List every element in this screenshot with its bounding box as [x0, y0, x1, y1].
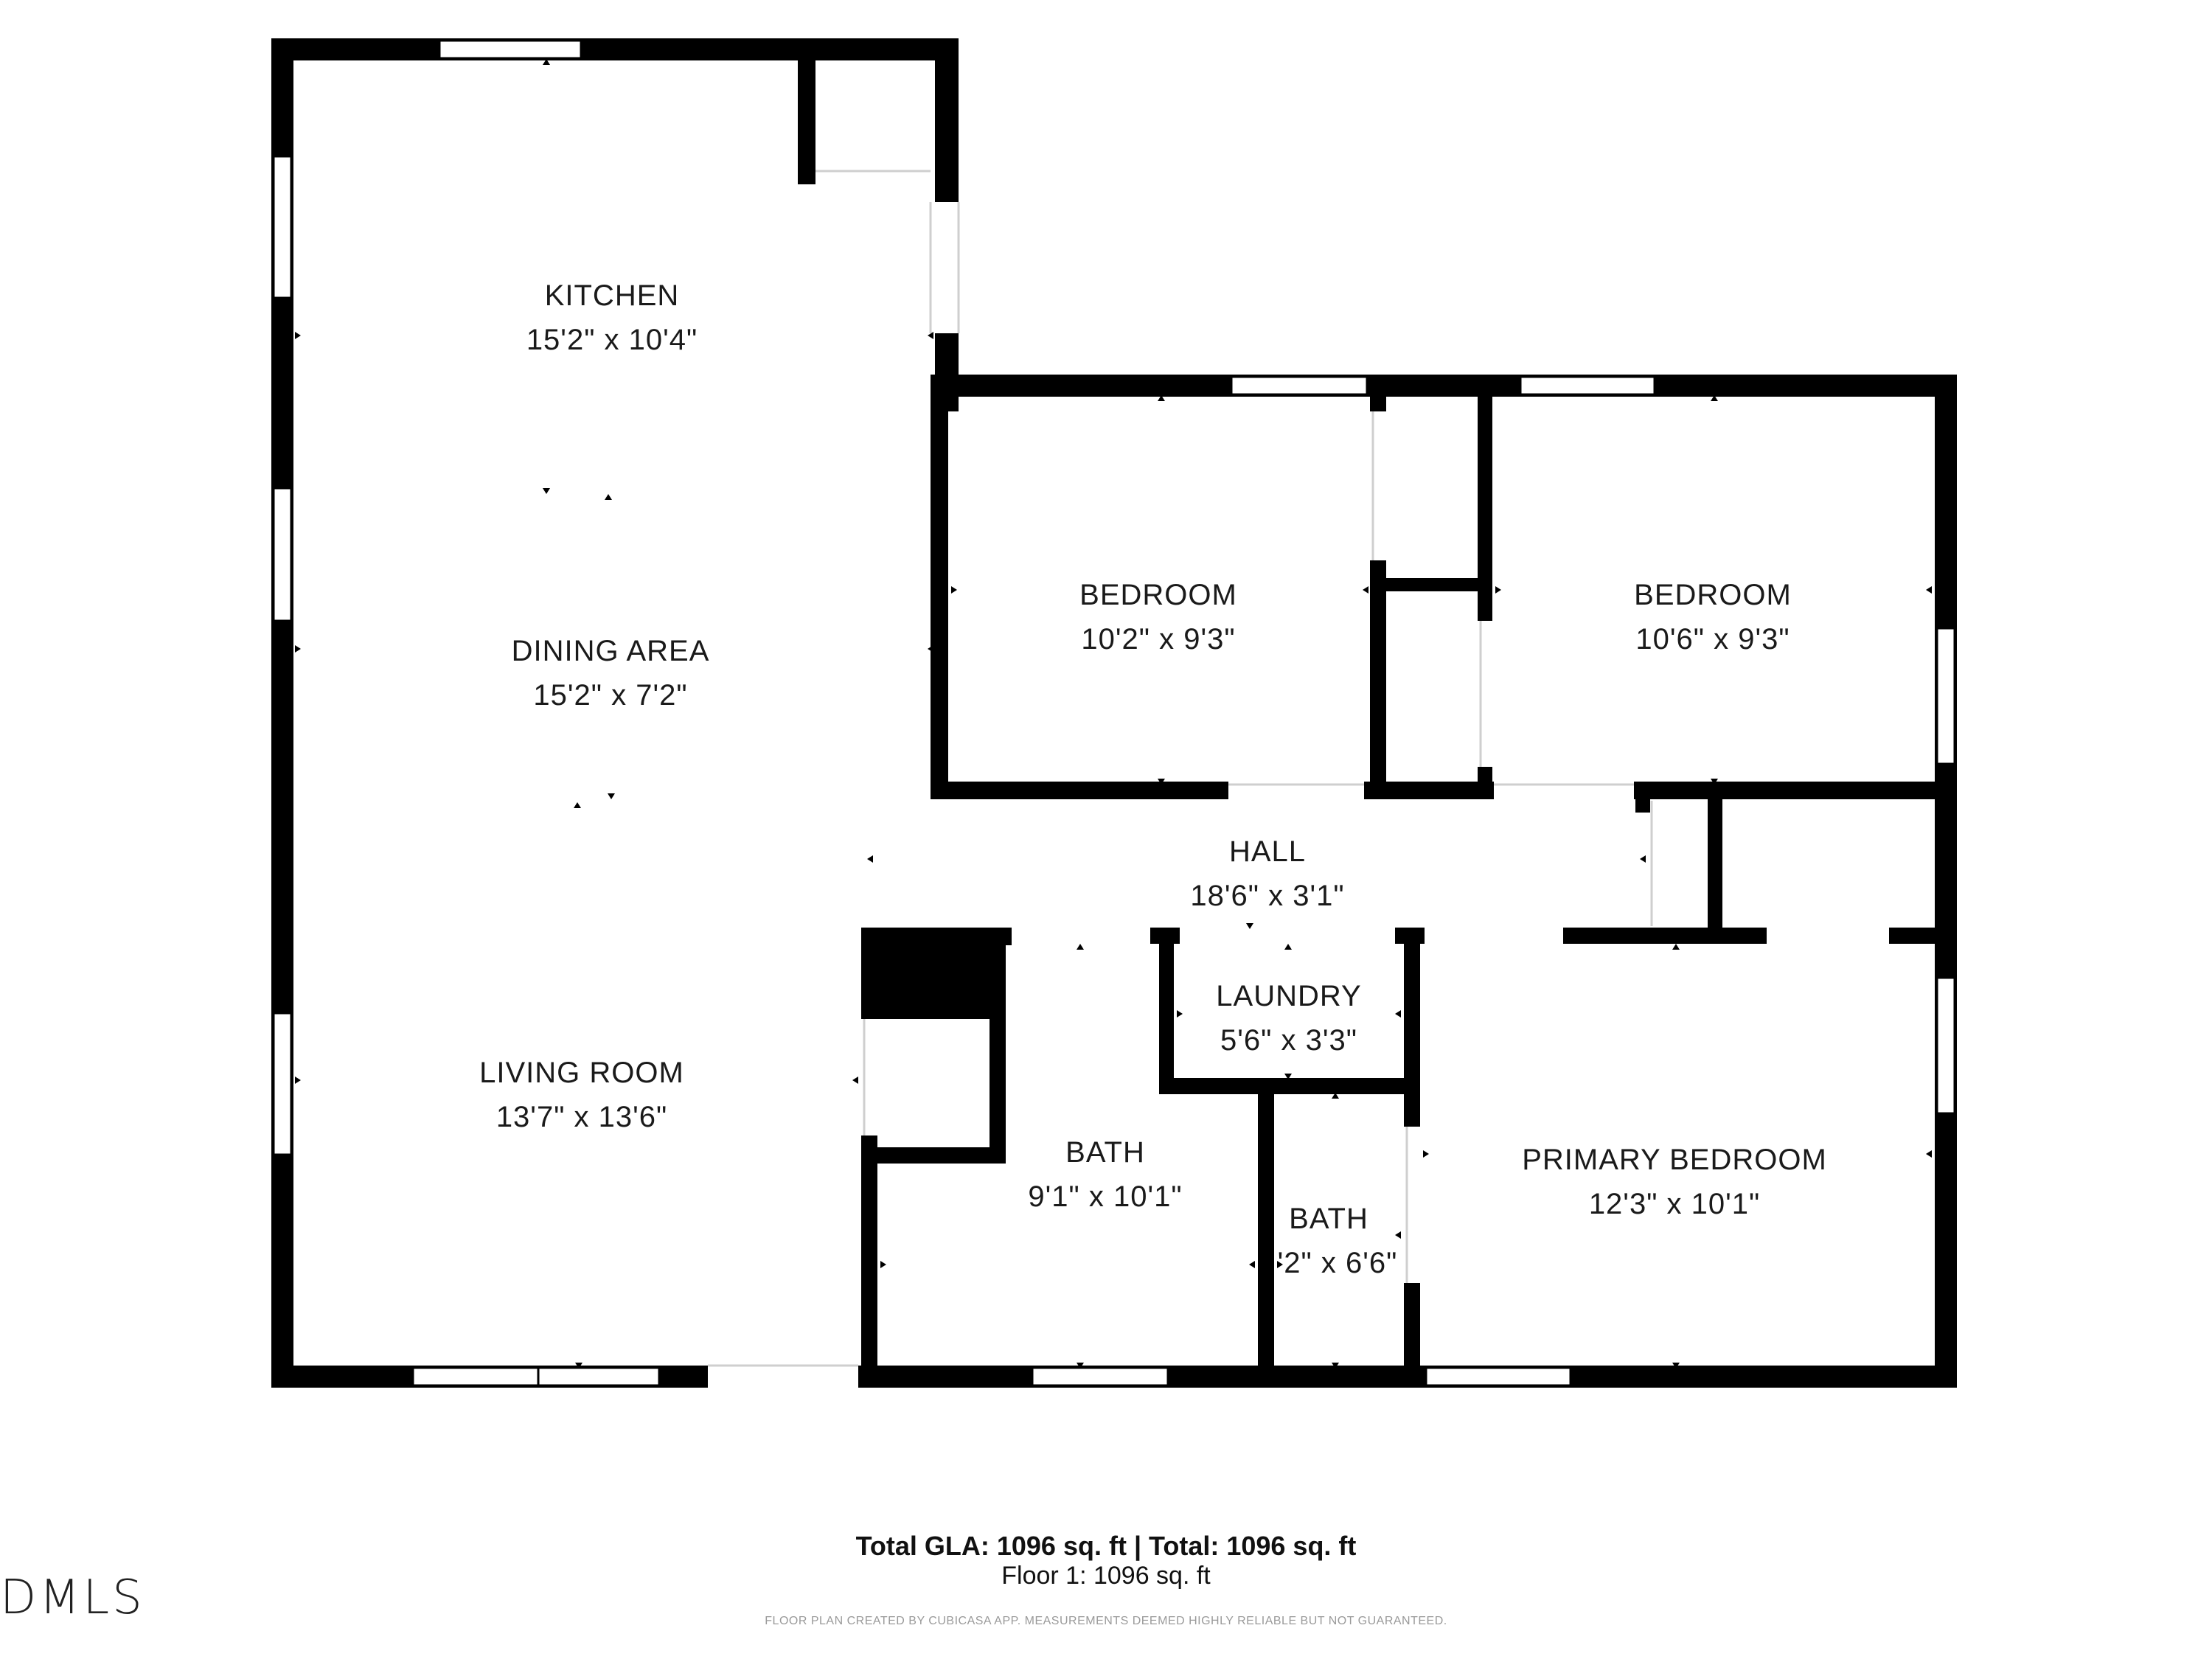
wall-closet-right-2: [1478, 767, 1492, 796]
wall-bath2-right-lower: [1404, 1283, 1420, 1388]
room-dim-dining: 15'2" x 7'2": [533, 679, 687, 712]
wall-primary-closet-left: [1635, 793, 1650, 813]
room-dim-primary-bedroom: 12'3" x 10'1": [1589, 1188, 1760, 1220]
wall-bed1-bottom: [931, 782, 1228, 799]
windows: [272, 39, 1956, 1387]
wall-bath2-left: [1258, 1078, 1274, 1388]
window-primary-bottom: [1425, 1366, 1572, 1387]
wall-bed1-left: [931, 375, 948, 798]
window-right-2: [1935, 976, 1956, 1115]
wall-top-kitchen: [271, 38, 959, 60]
room-name-bedroom-2: BEDROOM: [1634, 579, 1792, 611]
window-kitchen-top: [438, 39, 582, 60]
wall-closet-right: [1478, 395, 1492, 621]
room-dim-living: 13'7" x 13'6": [496, 1101, 667, 1133]
wall-fixture-bottom: [861, 1147, 1006, 1164]
window-right-1: [1935, 627, 1956, 765]
room-name-bath-2: BATH: [1289, 1203, 1368, 1235]
window-bath1-bottom: [1031, 1366, 1169, 1387]
floor-area: Floor 1: 1096 sq. ft: [1001, 1562, 1211, 1590]
room-name-bath-1: BATH: [1065, 1136, 1145, 1169]
wall-bath1-left: [861, 928, 877, 1001]
wall-laundry-right: [1404, 928, 1420, 1127]
room-dim-bedroom-1: 10'2" x 9'3": [1081, 623, 1235, 655]
wall-primary-top-left: [1563, 928, 1767, 944]
openings: [708, 170, 1653, 1367]
window-left-1: [272, 155, 293, 299]
window-left-2: [272, 487, 293, 622]
wall-laundry-left: [1159, 928, 1174, 1090]
wall-closet-mid: [1370, 578, 1489, 591]
wall-kitchen-right: [935, 38, 959, 202]
room-dim-bedroom-2: 10'6" x 9'3": [1635, 623, 1790, 655]
window-left-3: [272, 1012, 293, 1156]
room-dim-bath-1: 9'1" x 10'1": [1028, 1180, 1182, 1213]
room-name-dining: DINING AREA: [512, 635, 710, 667]
total-area: Total GLA: 1096 sq. ft | Total: 1096 sq.…: [855, 1531, 1357, 1561]
bath-fixture-block: [861, 928, 1006, 1019]
mls-logo: DMLS: [0, 1571, 145, 1625]
window-bed2-top: [1519, 375, 1656, 396]
wall-right: [1935, 375, 1957, 1388]
room-dim-bath-2: '2" x 6'6": [1278, 1247, 1398, 1279]
window-bottom-living-1: [411, 1366, 540, 1387]
wall-top-bedrooms: [935, 375, 1954, 397]
wall-bed1-right-2: [1370, 560, 1386, 798]
room-dim-hall: 18'6" x 3'1": [1190, 880, 1344, 912]
wall-laundry-right-cap: [1395, 928, 1425, 944]
wall-pantry-left: [798, 38, 815, 184]
room-name-bedroom-1: BEDROOM: [1079, 579, 1237, 611]
room-name-laundry: LAUNDRY: [1216, 980, 1361, 1012]
disclaimer-text: FLOOR PLAN CREATED BY CUBICASA APP. MEAS…: [765, 1615, 1447, 1627]
room-name-primary-bedroom: PRIMARY BEDROOM: [1522, 1144, 1827, 1176]
room-labels: KITCHEN 15'2" x 10'4" DINING AREA 15'2" …: [479, 279, 1827, 1279]
room-dim-kitchen: 15'2" x 10'4": [526, 324, 698, 356]
wall-fixture-right: [990, 928, 1006, 1164]
wall-laundry-left-cap: [1150, 928, 1180, 944]
window-bottom-living-2: [537, 1366, 661, 1387]
room-name-living: LIVING ROOM: [479, 1057, 684, 1089]
wall-bed1-right: [1370, 395, 1386, 411]
room-name-kitchen: KITCHEN: [545, 279, 680, 312]
room-name-hall: HALL: [1229, 835, 1306, 868]
room-dim-laundry: 5'6" x 3'3": [1220, 1024, 1357, 1057]
window-bed1-top: [1230, 375, 1368, 396]
wall-laundry-bottom: [1159, 1078, 1420, 1094]
dimension-markers: [295, 59, 1932, 1368]
wall-primary-closet: [1708, 793, 1722, 944]
wall-primary-top-right: [1889, 928, 1957, 944]
wall-bed2-bottom: [1634, 782, 1957, 799]
wall-bath1-left-lower: [861, 1135, 877, 1388]
